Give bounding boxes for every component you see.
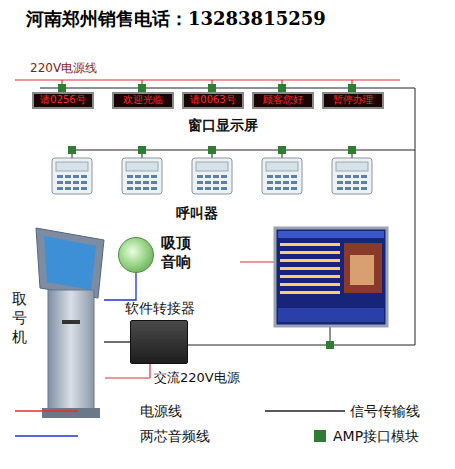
window-display: 请0063号 [182, 92, 244, 109]
connector-line [104, 342, 130, 343]
ticket-kiosk: 取号机 [36, 228, 104, 418]
signal-wire [40, 88, 415, 345]
caller-device [52, 158, 372, 194]
window-display: 欢迎光临 [112, 92, 174, 109]
amp-module [58, 84, 356, 349]
legend-text: 信号传输线 [350, 403, 420, 421]
window-display: 顾客您好 [252, 92, 314, 109]
connector-line [104, 273, 136, 300]
node-text: 吸顶音响 [161, 234, 193, 272]
legend-text: 电源线 [140, 403, 182, 421]
node-text: 暂停办理 [333, 94, 373, 105]
node-text: 软件转接器 [125, 300, 195, 318]
legend-text: AMP接口模块 [333, 428, 419, 446]
node-text: 欢迎光临 [123, 94, 163, 105]
window-display: 请0256号 [32, 92, 94, 109]
text-label: 220V电源线 [30, 60, 97, 77]
software-converter: 软件转接器 [130, 320, 188, 364]
node-text: 取号机 [12, 290, 27, 347]
node-text: 请0063号 [190, 94, 235, 105]
legend-text: 两芯音频线 [140, 428, 210, 446]
legend-swatch [314, 430, 326, 442]
diagram-title: 河南郑州销售电话：13283815259 [26, 7, 326, 31]
connector-path [104, 341, 130, 342]
node-text: 顾客您好 [263, 94, 303, 105]
display-screen [275, 228, 387, 326]
window-display: 暂停办理 [322, 92, 384, 109]
text-label: 交流220V电源 [154, 369, 240, 387]
ceiling-speaker: 吸顶音响 [118, 237, 154, 273]
kiosk-illustration [36, 228, 104, 418]
text-label: 呼叫器 [176, 205, 218, 223]
text-label: 窗口显示屏 [188, 117, 258, 135]
connector-path [104, 273, 136, 300]
node-text: 请0256号 [40, 94, 85, 105]
